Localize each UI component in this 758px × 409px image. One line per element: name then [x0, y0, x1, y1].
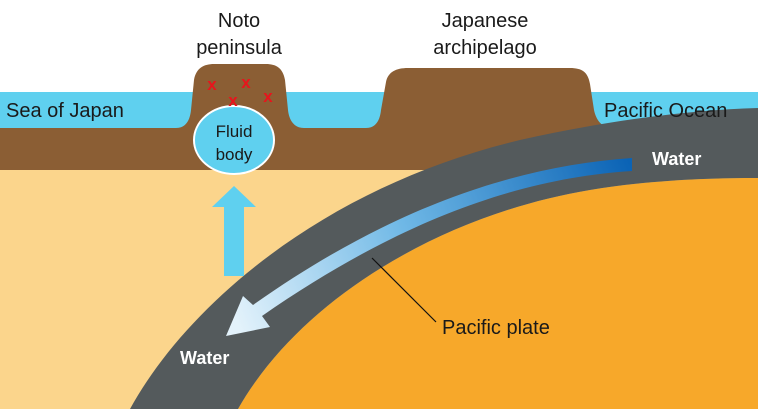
water-label-top: Water — [652, 149, 701, 169]
earthquake-x-icon-4: x — [263, 87, 273, 106]
water-label-bottom: Water — [180, 348, 229, 368]
archipelago-label-line1: Japanese — [442, 10, 529, 32]
fluid-body-label-line2: body — [216, 145, 253, 164]
pacific-plate-leader-line — [371, 257, 437, 323]
upward-arrow-icon — [212, 186, 256, 276]
fluid-body — [193, 105, 275, 175]
pacific-plate-label: Pacific plate — [442, 317, 550, 339]
archipelago-label-line2: archipelago — [433, 37, 536, 59]
noto-label-line1: Noto — [218, 10, 260, 32]
pacific-ocean-label: Pacific Ocean — [604, 100, 727, 122]
earthquake-x-icon-1: x — [207, 75, 217, 94]
earthquake-x-icon-2: x — [241, 73, 251, 92]
noto-label-line2: peninsula — [196, 37, 283, 59]
pacific-plate-core — [238, 178, 758, 409]
sea-of-japan-label: Sea of Japan — [6, 100, 124, 122]
pacific-plate-slab — [130, 108, 758, 409]
fluid-body-label-line1: Fluid — [216, 122, 253, 141]
earthquake-x-icon-3: x — [228, 91, 238, 110]
